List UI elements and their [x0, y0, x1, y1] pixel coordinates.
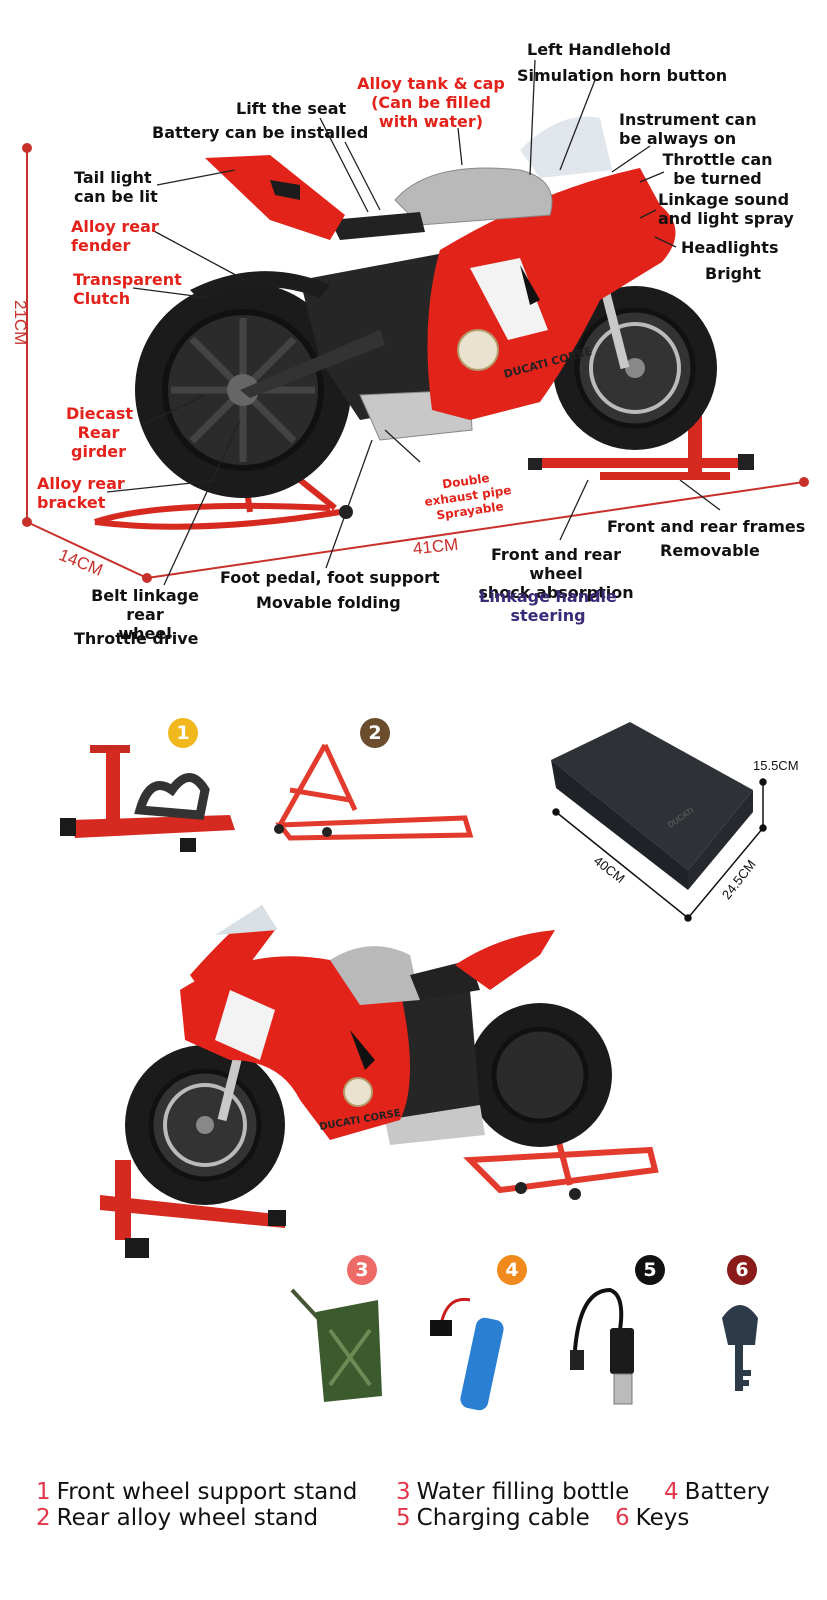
label-left-handlehold: Left Handlehold	[527, 40, 671, 59]
assembled-bike-drawing: DUCATI CORSE	[100, 905, 659, 1258]
annotated-bike-illustration: DUCATI CORSE	[22, 59, 809, 586]
badge-6: 6	[727, 1255, 757, 1285]
label-belt-linkage: Belt linkage rear wheel	[91, 586, 199, 643]
key-drawing	[722, 1305, 758, 1391]
battery-drawing	[430, 1297, 504, 1411]
label-frames: Front and rear frames	[607, 517, 806, 536]
legend-number: 5	[396, 1505, 411, 1531]
legend-number: 2	[36, 1505, 51, 1531]
label-diecast-girder: Diecast Rear girder	[66, 404, 134, 461]
label-tail-light: Tail light can be lit	[74, 168, 158, 206]
legend-text: Front wheel support stand	[56, 1479, 358, 1505]
legend-number: 3	[396, 1479, 411, 1505]
front-wheel-drawing	[553, 268, 717, 450]
label-throttle-drive: Throttle drive	[74, 629, 199, 648]
label-horn-button: Simulation horn button	[517, 66, 728, 85]
water-bottle-drawing	[290, 1288, 382, 1402]
label-instrument: Instrument can be always on	[619, 110, 757, 148]
label-alloy-rear-fender: Alloy rear fender	[71, 217, 159, 255]
badge-5: 5	[635, 1255, 665, 1285]
legend-number: 1	[36, 1479, 51, 1505]
badge-2: 2	[360, 718, 390, 748]
legend-number: 4	[664, 1479, 679, 1505]
legend-text: Rear alloy wheel stand	[56, 1505, 319, 1531]
label-battery-installed: Battery can be installed	[152, 123, 369, 142]
rear-stand-2-drawing	[275, 743, 474, 841]
legend-number: 6	[615, 1505, 630, 1531]
legend-text: Water filling bottle	[416, 1479, 630, 1505]
annotation-leaders	[106, 59, 721, 586]
engine-drawing	[300, 250, 470, 420]
dimension-lines	[22, 143, 809, 583]
badge-3: 3	[347, 1255, 377, 1285]
legend-text: Keys	[635, 1505, 690, 1531]
label-transparent-clutch: Transparent Clutch	[73, 270, 182, 308]
tail-drawing	[205, 155, 345, 240]
front-wheel-stand-drawing	[60, 745, 235, 852]
label-headlights: Headlights	[681, 238, 779, 257]
label-bright: Bright	[705, 264, 762, 283]
label-throttle-turned: Throttle can be turned	[662, 150, 773, 188]
label-foot-pedal: Foot pedal, foot support	[220, 568, 440, 587]
badge-1: 1	[168, 718, 198, 748]
tank-drawing	[394, 167, 553, 226]
label-linkage-steering: Linkage handle steering	[479, 587, 617, 625]
charging-cable-drawing	[570, 1287, 634, 1405]
label-lift-seat: Lift the seat	[236, 99, 347, 118]
box-height-label: 15.5CM	[753, 758, 799, 773]
box-dimension-lines	[552, 778, 767, 922]
label-movable-folding: Movable folding	[256, 593, 401, 612]
label-alloy-rear-bracket: Alloy rear bracket	[37, 474, 125, 512]
label-linkage-sound: Linkage sound and light spray	[658, 190, 794, 228]
badge-4: 4	[497, 1255, 527, 1285]
label-shock-absorption: Front and rear wheel shock absorption	[478, 545, 634, 602]
legend-text: Battery	[684, 1479, 770, 1505]
gift-box-drawing: DUCATI	[551, 722, 753, 890]
label-removable: Removable	[660, 541, 760, 560]
legend-text: Charging cable	[416, 1505, 590, 1531]
label-alloy-tank: Alloy tank & cap (Can be filled with wat…	[357, 74, 505, 131]
